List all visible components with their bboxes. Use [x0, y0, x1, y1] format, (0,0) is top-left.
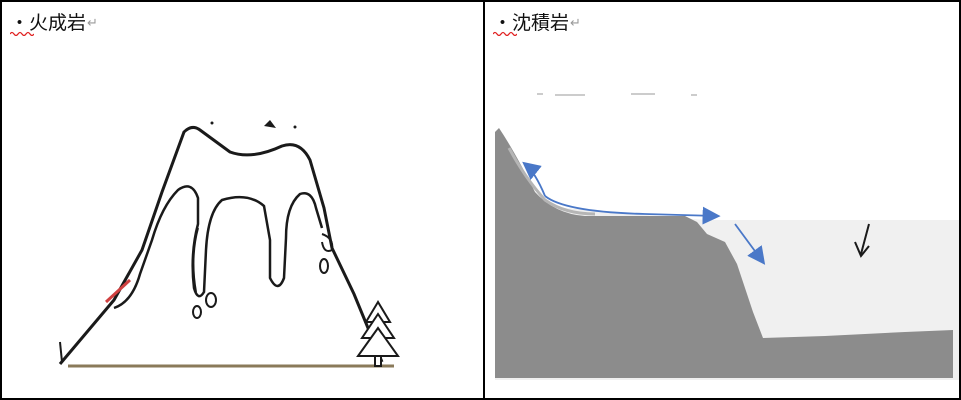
sedimentation-illustration — [495, 93, 959, 380]
ejecta — [293, 125, 297, 129]
table-cell-igneous[interactable]: ・ 火成岩↵ — [2, 2, 483, 398]
ejecta — [210, 121, 214, 125]
table-border-left — [0, 0, 2, 400]
ejecta — [264, 120, 276, 128]
paragraph-return-mark: ↵ — [570, 16, 581, 31]
table-cell-sedimentary[interactable]: ・ 沈積岩↵ — [485, 2, 959, 398]
lava-edge — [104, 278, 132, 304]
settling-arrow — [734, 223, 766, 265]
sediment-layer — [507, 147, 596, 216]
lava-flow-inner — [192, 227, 199, 293]
sinking-arrow — [860, 223, 870, 255]
table-border-middle — [483, 0, 485, 400]
sinking-arrow-head — [854, 241, 870, 258]
heading-title: 火成岩 — [29, 12, 87, 34]
bullet-glyph: ・ — [10, 12, 30, 34]
foreground-mark — [59, 341, 63, 363]
table-border-bottom — [0, 398, 961, 400]
lava-drip — [321, 233, 334, 252]
pine-tree — [356, 300, 400, 367]
current-arrow — [522, 161, 546, 197]
spellcheck-underline — [10, 31, 34, 36]
seabed — [495, 128, 953, 378]
current-arrow — [544, 195, 721, 225]
bullet-mark: ・ — [10, 11, 34, 36]
heading-title: 沈積岩 — [512, 12, 570, 34]
lava-drip — [205, 292, 217, 308]
volcano-illustration — [58, 120, 400, 368]
lava-drip — [319, 258, 329, 274]
cell-heading: ・ 沈積岩↵ — [493, 11, 581, 36]
lava-flows — [113, 185, 324, 310]
lava-drip — [192, 305, 202, 319]
bullet-glyph: ・ — [493, 12, 513, 34]
volcano-outline — [58, 125, 384, 365]
bullet-mark: ・ — [493, 11, 517, 36]
table-border-right — [959, 0, 961, 400]
table-border-top — [0, 0, 961, 2]
cell-heading: ・ 火成岩↵ — [10, 11, 98, 36]
paragraph-return-mark: ↵ — [87, 16, 98, 31]
faint-marks — [537, 93, 697, 96]
spellcheck-underline — [493, 31, 517, 36]
